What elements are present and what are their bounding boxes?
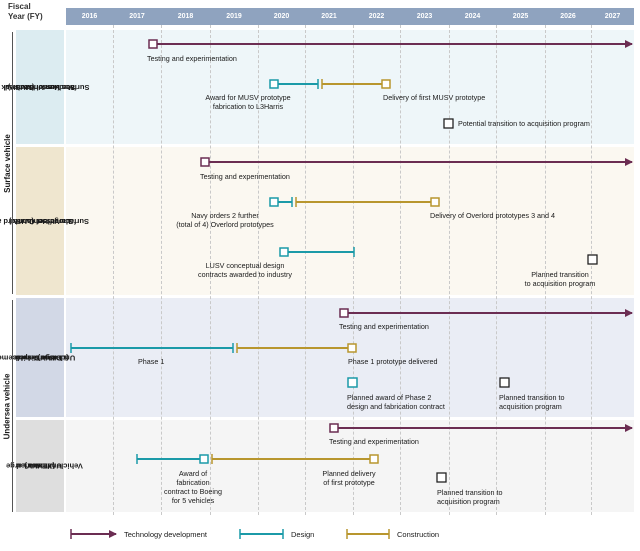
lusv-row-label: Ghostfleet Overlord and Large Unmanned S… [0,147,89,295]
year-2023: 2023 [416,13,433,20]
xluuv-row-label: Extra Large Unmanned Undersea Vehicle (X… [6,420,83,512]
xluuv-row-background [66,420,634,512]
lusv-concept-line: contracts awarded to industry [198,270,292,279]
grid-line [258,25,259,515]
lusv-concept-line: LUSV conceptual design [205,261,285,270]
year-2021: 2021 [321,13,337,20]
musv-transition-marker [443,118,454,129]
year-2016: 2016 [81,13,98,20]
legend-tech-label: Technology development [124,530,207,539]
lusv-construction-marker [430,197,440,207]
grid-line [449,25,450,515]
xluuv-delivery-label: Planned delivery of first prototype [304,469,394,487]
musv-award-line: fabrication to L3Harris [212,102,284,111]
grid-line [400,25,401,515]
musv-transition-label: Potential transition to acquisition prog… [458,119,590,128]
musv-award-label: Award for MUSV prototype fabrication to … [188,93,308,111]
lusv-concept-label: LUSV conceptual design contracts awarded… [190,261,300,279]
year-2020: 2020 [273,13,290,20]
fiscal-year-label: Fiscal Year (FY) [8,2,64,22]
year-2022: 2022 [368,13,385,20]
lduuv-transition-label: Planned transition to acquisition progra… [499,393,565,411]
grid-line [496,25,497,515]
lusv-navy-line: (total of 4) Overlord prototypes [176,220,274,229]
musv-testing-label: Testing and experimentation [147,54,237,63]
lduuv-transition-marker [499,377,510,388]
lduuv-phase1-label: Phase 1 [138,357,165,366]
year-2027: 2027 [604,13,621,20]
musv-tech-start-marker [148,39,158,49]
grid-line [545,25,546,515]
xluuv-design-marker [199,454,209,464]
musv-construction-marker [381,79,391,89]
lusv-tech-start-marker [200,157,210,167]
xluuv-transition-line: Planned transition to [437,488,503,497]
lusv-transition-label: Planned transition to acquisition progra… [510,270,610,288]
lduuv-row-background [66,298,634,417]
lduuv-row-label: Large Displacement Unmanned Undersea Veh… [0,298,76,417]
xluuv-tech-start-marker [329,423,339,433]
lduuv-tech-start-marker [339,308,349,318]
lduuv-phase2-line: Planned award of Phase 2 [347,393,432,402]
musv-design-marker [269,79,279,89]
xluuv-award-line: for 5 vehicles [171,496,215,505]
lusv-delivery-label: Delivery of Overlord prototypes 3 and 4 [430,211,556,220]
year-2017: 2017 [129,13,145,20]
lusv-transition-line: to acquisition program [524,279,596,288]
lusv-concept-marker [279,247,289,257]
lusv-navy-orders-label: Navy orders 2 further (total of 4) Overl… [160,211,290,229]
lduuv-transition-line: Planned transition to [499,393,565,402]
xluuv-award-line: fabrication [176,478,210,487]
xluuv-award-label: Award of fabrication contract to Boeing … [148,469,238,505]
musv-row-background [66,30,634,144]
grid-line [113,25,114,515]
grid-line [210,25,211,515]
musv-delivery-label: Delivery of first MUSV prototype [383,93,486,102]
lduuv-delivered-label: Phase 1 prototype delivered [348,357,438,366]
legend-construction-label: Construction [397,530,440,539]
lduuv-transition-line: acquisition program [499,402,562,411]
xluuv-testing-label: Testing and experimentation [329,437,419,446]
xluuv-delivery-line: of first prototype [323,478,375,487]
lduuv-testing-label: Testing and experimentation [339,322,429,331]
lduuv-construction-marker [347,343,357,353]
legend-design-label: Design [291,530,315,539]
fiscal-label-line2: Year (FY) [8,12,43,21]
surface-category-bracket [12,32,13,294]
fiscal-label-line1: Fiscal [8,2,31,11]
lduuv-phase2-marker [347,377,358,388]
xluuv-award-line: contract to Boeing [164,487,222,496]
undersea-category-bracket [12,300,13,512]
lusv-testing-label: Testing and experimentation [200,172,290,181]
xluuv-transition-line: acquisition program [437,497,500,506]
grid-line [591,25,592,515]
lduuv-phase2-label: Planned award of Phase 2 design and fabr… [347,393,445,411]
grid-line [161,25,162,515]
xluuv-construction-marker [369,454,379,464]
xluuv-award-line: Award of [178,469,208,478]
lusv-row-background [66,147,634,295]
year-2018: 2018 [177,13,194,20]
grid-line [305,25,306,515]
year-2024: 2024 [464,13,481,20]
xluuv-delivery-line: Planned delivery [322,469,376,478]
year-2025: 2025 [512,13,529,20]
lusv-transition-marker [587,254,598,265]
musv-award-line: Award for MUSV prototype [205,93,291,102]
grid-line [353,25,354,515]
xluuv-transition-label: Planned transition to acquisition progra… [437,488,503,506]
year-2026: 2026 [560,13,576,20]
lusv-navy-line: Navy orders 2 further [191,211,259,220]
xluuv-transition-marker [436,472,447,483]
lusv-transition-line: Planned transition [531,270,589,279]
musv-row-label: Sea Hunter/Seahawk and Medium Unmanned S… [0,30,90,144]
lduuv-phase2-line: design and fabrication contract [347,402,445,411]
lusv-design-marker [269,197,279,207]
year-axis-bar: 2016 2017 2018 2019 2020 2021 2022 2023 … [66,8,634,25]
year-2019: 2019 [226,13,242,20]
